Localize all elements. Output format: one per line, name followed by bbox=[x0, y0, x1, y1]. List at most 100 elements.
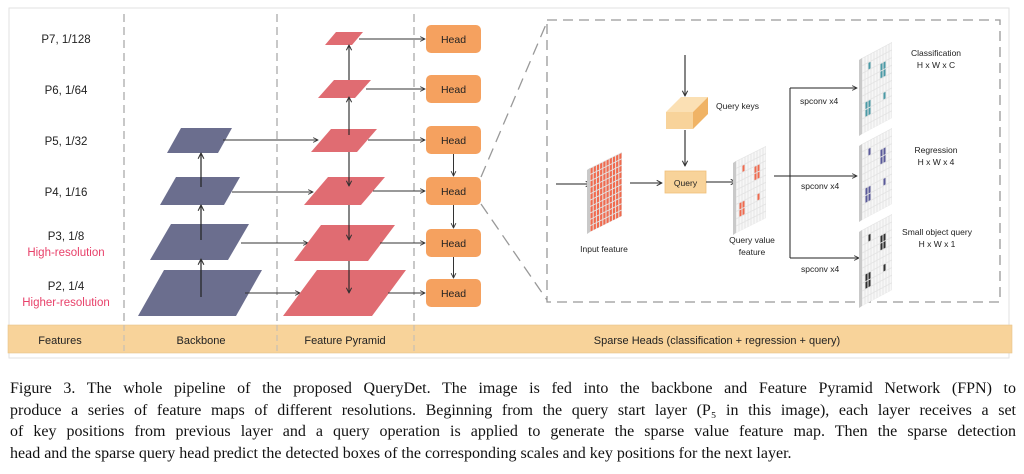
map-cell bbox=[889, 136, 892, 145]
map-cell bbox=[883, 155, 886, 163]
map-cell bbox=[889, 189, 892, 198]
map-cell bbox=[606, 178, 609, 186]
map-cell bbox=[868, 201, 871, 209]
map-cell bbox=[889, 245, 892, 254]
map-cell bbox=[877, 72, 880, 80]
map-cell bbox=[745, 213, 748, 221]
map-cell bbox=[874, 268, 877, 277]
map-cell bbox=[874, 238, 877, 246]
resolution-note: Higher-resolution bbox=[22, 297, 110, 309]
map-cell bbox=[606, 172, 609, 179]
map-cell bbox=[865, 210, 868, 218]
map-edge bbox=[859, 144, 862, 222]
map-cell bbox=[889, 50, 892, 59]
map-cell bbox=[889, 230, 892, 238]
map-cell bbox=[745, 192, 748, 200]
map-cell bbox=[877, 79, 880, 88]
map-cell bbox=[609, 177, 612, 184]
map-cell bbox=[871, 277, 874, 286]
map-cell bbox=[889, 144, 892, 152]
spconv-label: spconv x4 bbox=[801, 264, 840, 274]
band-label-backbone: Backbone bbox=[177, 335, 226, 347]
map-cell bbox=[871, 191, 874, 200]
map-cell bbox=[871, 67, 874, 76]
backbone-stack bbox=[138, 128, 318, 316]
map-cell bbox=[889, 237, 892, 246]
map-cell bbox=[862, 211, 865, 220]
map-cell bbox=[745, 206, 748, 214]
map-cell bbox=[883, 84, 886, 92]
map-cell bbox=[739, 173, 742, 181]
spconv-label: spconv x4 bbox=[801, 181, 840, 191]
map-cell bbox=[612, 207, 616, 214]
map-cell bbox=[880, 187, 883, 195]
pipeline-figure: P7, 1/128 P6, 1/64 P5, 1/32 P4, 1/16 P3,… bbox=[7, 7, 1013, 359]
map-cell bbox=[874, 175, 877, 183]
head-p4: Head bbox=[426, 177, 481, 205]
map-cell bbox=[883, 256, 886, 264]
map-cell bbox=[757, 186, 760, 194]
map-cell bbox=[877, 188, 880, 197]
map-cell bbox=[739, 159, 742, 167]
map-cell bbox=[889, 215, 892, 223]
map-cell bbox=[736, 210, 739, 219]
map-cell bbox=[596, 209, 600, 216]
map-cell bbox=[883, 233, 886, 242]
map-cell bbox=[763, 190, 766, 198]
map-cell bbox=[877, 282, 880, 290]
map-cell bbox=[862, 118, 865, 126]
map-cell bbox=[596, 196, 600, 203]
map-cell bbox=[880, 250, 883, 258]
map-cell bbox=[590, 180, 593, 187]
map-cell bbox=[880, 242, 883, 251]
zoom-line-bottom bbox=[480, 203, 548, 301]
map-cell bbox=[877, 102, 880, 111]
map-cell bbox=[889, 65, 892, 74]
map-cell bbox=[596, 202, 600, 210]
map-cell bbox=[883, 193, 886, 201]
map-cell bbox=[596, 221, 600, 229]
map-cell bbox=[742, 215, 745, 223]
map-cell bbox=[889, 268, 892, 276]
map-cell bbox=[865, 116, 868, 125]
map-cell bbox=[883, 225, 886, 234]
map-cell bbox=[877, 203, 880, 212]
map-cell bbox=[889, 167, 892, 175]
map-cell bbox=[751, 196, 754, 204]
map-cell bbox=[883, 132, 886, 140]
map-cell bbox=[742, 186, 745, 194]
map-cell bbox=[862, 259, 865, 268]
map-cell bbox=[889, 151, 892, 160]
map-cell bbox=[742, 157, 745, 165]
heads-column: Head Head Head Head Head Head bbox=[426, 25, 481, 307]
map-cell bbox=[874, 111, 877, 120]
map-cell bbox=[886, 231, 889, 240]
level-label: P6, 1/64 bbox=[45, 85, 88, 97]
map-cell bbox=[871, 262, 874, 271]
map-cell bbox=[745, 220, 748, 228]
map-cell bbox=[883, 241, 886, 249]
map-cell bbox=[883, 53, 886, 62]
map-cell bbox=[868, 178, 871, 186]
map-cell bbox=[606, 165, 609, 173]
map-cell bbox=[865, 187, 868, 196]
map-cell bbox=[760, 184, 763, 192]
map-cell bbox=[742, 171, 745, 180]
output-shape: H x W x 1 bbox=[919, 239, 956, 249]
map-cell bbox=[751, 203, 754, 211]
map-cell bbox=[877, 87, 880, 96]
map-cell bbox=[868, 249, 871, 257]
figure-frame bbox=[8, 7, 1010, 359]
map-cell bbox=[862, 282, 865, 291]
map-cell bbox=[862, 173, 865, 182]
map-cell bbox=[865, 296, 868, 304]
map-cell bbox=[883, 286, 886, 295]
map-cell bbox=[871, 184, 874, 192]
map-cell bbox=[868, 226, 871, 234]
map-cell bbox=[616, 205, 619, 213]
map-cell bbox=[865, 265, 868, 274]
map-cell bbox=[751, 174, 754, 182]
map-cell bbox=[874, 137, 877, 145]
map-cell bbox=[754, 216, 757, 224]
map-cell bbox=[880, 179, 883, 188]
